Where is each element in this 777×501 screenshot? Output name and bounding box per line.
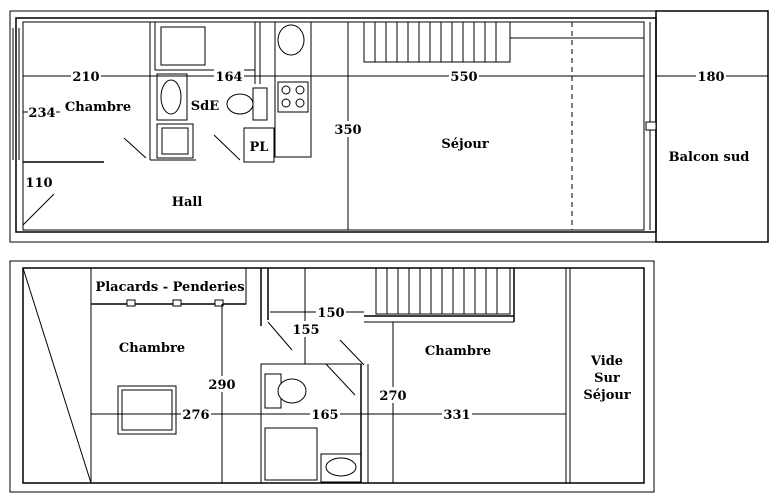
hob-burner-4 xyxy=(295,98,305,108)
shower-lower xyxy=(264,427,318,481)
bath-door-swing-right xyxy=(339,339,365,366)
dim-276: 276 xyxy=(182,408,209,423)
dim-290: 290 xyxy=(208,378,235,393)
vide-line-1: Vide xyxy=(590,354,623,369)
dim-155: 155 xyxy=(292,323,319,338)
dim-331: 331 xyxy=(443,408,470,423)
upper-floor: 210 164 550 180 234 350 110 Chambre SdE … xyxy=(9,10,769,243)
dim-165: 165 xyxy=(311,408,338,423)
balcony-outline xyxy=(655,10,769,243)
dim-150: 150 xyxy=(317,306,344,321)
dim-550: 550 xyxy=(450,70,477,85)
room-chambre-left: Chambre xyxy=(119,341,185,356)
room-balcon-sud: Balcon sud xyxy=(669,150,750,165)
sde-door-swing xyxy=(213,134,241,161)
balcony-door-handle xyxy=(645,121,657,131)
vide-line-2: Sur xyxy=(594,371,620,386)
hob-burner-2 xyxy=(295,85,305,95)
chambre-door-swing xyxy=(123,137,147,159)
lower-outer-outline xyxy=(9,260,655,493)
dim-350: 350 xyxy=(334,123,361,138)
placard-handle-2 xyxy=(172,299,182,307)
room-chambre-right: Chambre xyxy=(425,344,491,359)
slope-diagonal xyxy=(22,267,92,484)
dim-210: 210 xyxy=(72,70,99,85)
hob-burner-1 xyxy=(281,85,291,95)
dim-164: 164 xyxy=(215,70,242,85)
kitchen-counter xyxy=(274,21,312,158)
kitchen-sink xyxy=(277,24,305,56)
lower-main-wall xyxy=(22,267,645,484)
bath-door-swing-left xyxy=(267,321,293,351)
kitchen-hob xyxy=(277,81,309,113)
dim-180: 180 xyxy=(697,70,724,85)
placard-handle-3 xyxy=(214,299,224,307)
pl-closet xyxy=(243,127,275,163)
sde-basin xyxy=(160,79,182,115)
dim-234: 234 xyxy=(28,106,55,121)
entry-door-swing xyxy=(22,193,55,226)
room-placards-penderies: Placards - Penderies xyxy=(95,280,244,295)
lower-floor: Placards - Penderies Chambre Chambre Vid… xyxy=(9,260,655,493)
room-hall: Hall xyxy=(172,195,203,210)
basin-lower xyxy=(325,457,357,477)
bath-angled-wall xyxy=(325,363,356,396)
room-chambre: Chambre xyxy=(65,100,131,115)
wc-tank xyxy=(252,87,268,121)
hob-burner-3 xyxy=(281,98,291,108)
room-sde: SdE xyxy=(191,99,219,114)
wc-bowl-lower xyxy=(277,378,307,404)
room-pl: PL xyxy=(250,140,269,155)
vide-line-3: Séjour xyxy=(583,388,630,403)
dim-270: 270 xyxy=(379,389,406,404)
dim-110: 110 xyxy=(25,176,52,191)
shower-tray xyxy=(160,26,206,66)
sde-washer-inner xyxy=(161,127,189,155)
upper-staircase xyxy=(363,21,644,63)
wc-bowl xyxy=(226,93,254,115)
lower-staircase xyxy=(364,267,515,323)
desk-inner xyxy=(121,389,173,431)
placard-handle-1 xyxy=(126,299,136,307)
room-sejour: Séjour xyxy=(441,137,488,152)
